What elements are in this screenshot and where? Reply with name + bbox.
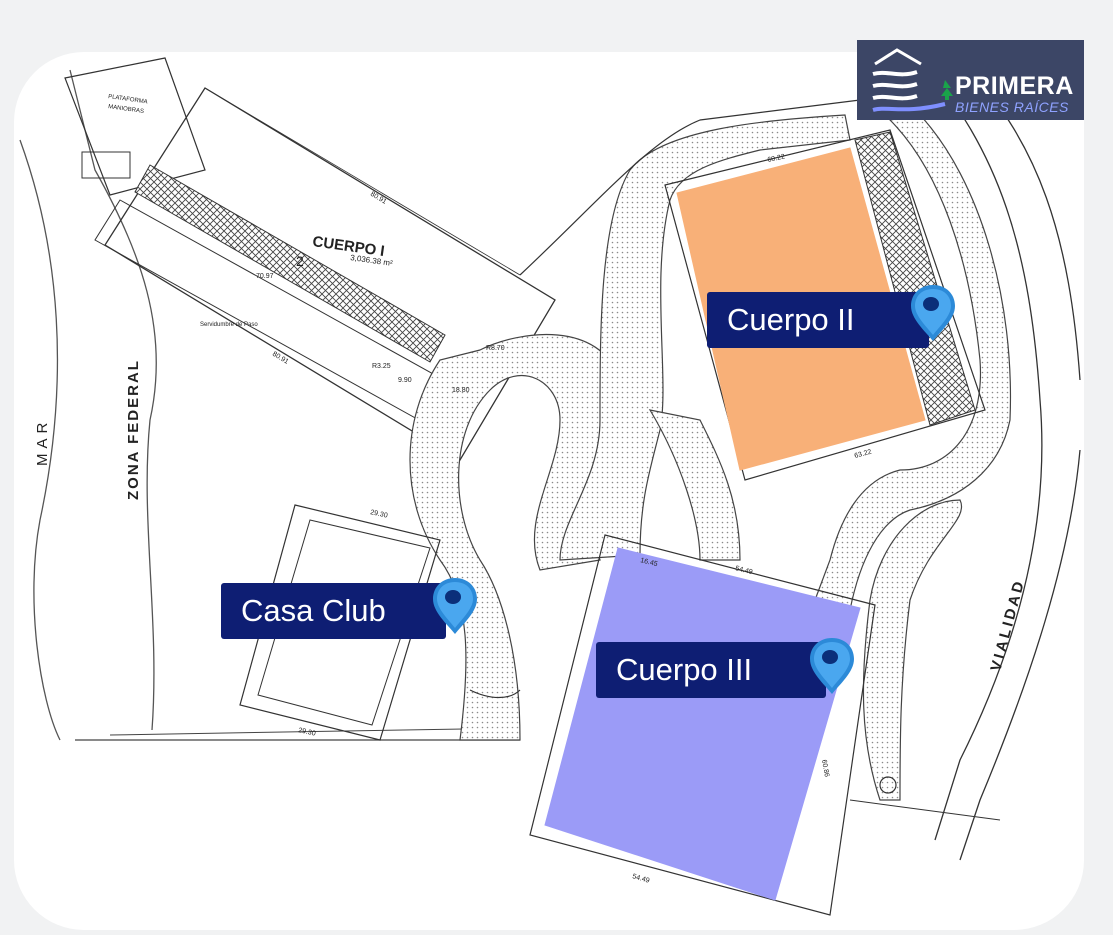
casa-dim-bottom: 29.30: [298, 727, 317, 738]
access-road-central: [559, 114, 851, 561]
location-pin-icon[interactable]: [905, 283, 961, 343]
location-pin-icon[interactable]: [427, 576, 483, 636]
federal-zone-line: [69, 69, 157, 731]
c3-dim-bottom: 54.49: [631, 873, 650, 885]
site-plan-card: PLATAFORMA MANIOBRAS CUERPO I 3,036.38 m…: [14, 52, 1084, 930]
cuerpo-i-hatch: [134, 164, 446, 363]
dim-a: 9.90: [398, 377, 412, 384]
dim-b: 18.80: [452, 387, 470, 394]
dim-r-b: R8.70: [486, 345, 505, 352]
c2-dim-top: 60.22: [767, 153, 786, 164]
building-waves-icon: [872, 48, 953, 112]
coastline: [19, 139, 61, 741]
casa-dim-top: 29.30: [370, 509, 389, 520]
access-road-loop: [648, 409, 741, 561]
dim-bottom: 80.91: [271, 351, 290, 366]
cuerpo-iii-outline: [529, 534, 876, 916]
site-plan-drawing: PLATAFORMA MANIOBRAS CUERPO I 3,036.38 m…: [19, 57, 1081, 916]
road-label: VIALIDAD: [987, 577, 1028, 673]
logo-brand: PRIMERA: [955, 72, 1074, 100]
cuerpo-i-area: 3,036.38 m²: [350, 253, 394, 268]
cuerpo-i-number: 2: [296, 253, 304, 269]
c3-dim-top: 54.49: [735, 565, 754, 576]
platform-label: PLATAFORMA: [108, 94, 148, 105]
federal-zone-label: ZONA FEDERAL: [125, 359, 142, 500]
c3-dim-right: 60.86: [820, 759, 830, 778]
svg-text:MANIOBRAS: MANIOBRAS: [108, 104, 145, 115]
cuerpo-ii-outline: [664, 129, 986, 481]
marker-label-cuerpo-iii[interactable]: Cuerpo III: [596, 642, 826, 698]
logo-subtitle: BIENES RAÍCES: [955, 99, 1069, 115]
cuerpo-iii-footprint: [544, 547, 861, 901]
sea-label: MAR: [34, 418, 51, 466]
plataforma-maniobras: [64, 57, 206, 196]
access-road-south: [862, 499, 963, 801]
vialidad-line-1: [919, 59, 1043, 841]
dim-inner: 70.97: [256, 273, 274, 280]
c2-dim-bottom: 63.22: [854, 449, 873, 460]
marker-label-casa-club[interactable]: Casa Club: [221, 583, 446, 639]
location-pin-icon[interactable]: [804, 636, 860, 696]
c3-dim-inner: 16.45: [640, 557, 659, 568]
dim-r-a: R3.25: [372, 363, 391, 370]
marker-label-cuerpo-ii[interactable]: Cuerpo II: [707, 292, 929, 348]
servidumbre-label: Servidumbre de Paso: [200, 322, 258, 328]
primera-logo: PRIMERA BIENES RAÍCES: [857, 40, 1084, 120]
